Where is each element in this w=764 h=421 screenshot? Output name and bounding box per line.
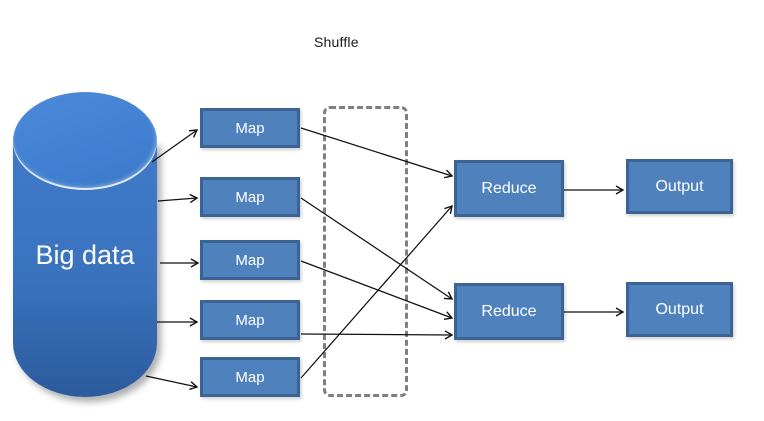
- output-node-1: Output: [626, 159, 733, 214]
- big-data-cylinder: Big data: [13, 92, 157, 397]
- map-node-3: Map: [200, 240, 300, 280]
- map-node-1-label: Map: [235, 119, 265, 137]
- shuffle-stage-label: Shuffle: [314, 34, 359, 50]
- map-node-4-label: Map: [235, 311, 265, 329]
- map-node-2: Map: [200, 177, 300, 217]
- map-node-1: Map: [200, 108, 300, 148]
- output-node-2-label: Output: [655, 300, 704, 318]
- reduce-node-1: Reduce: [454, 160, 564, 217]
- map-node-4: Map: [200, 300, 300, 340]
- output-node-2: Output: [626, 282, 733, 337]
- map-node-2-label: Map: [235, 188, 265, 206]
- cylinder-top-ellipse: [13, 92, 157, 190]
- map-node-5: Map: [200, 357, 300, 397]
- reduce-node-2: Reduce: [454, 283, 564, 340]
- map-node-5-label: Map: [235, 368, 265, 386]
- edge-big-data-to-map-2: [157, 193, 199, 204]
- output-node-1-label: Output: [655, 177, 704, 195]
- reduce-node-2-label: Reduce: [481, 302, 537, 320]
- shuffle-dashed-region: [323, 106, 408, 397]
- edge-big-data-to-map-1: [151, 129, 199, 163]
- reduce-node-1-label: Reduce: [481, 179, 537, 197]
- map-node-3-label: Map: [235, 251, 265, 269]
- big-data-label: Big data: [35, 240, 135, 270]
